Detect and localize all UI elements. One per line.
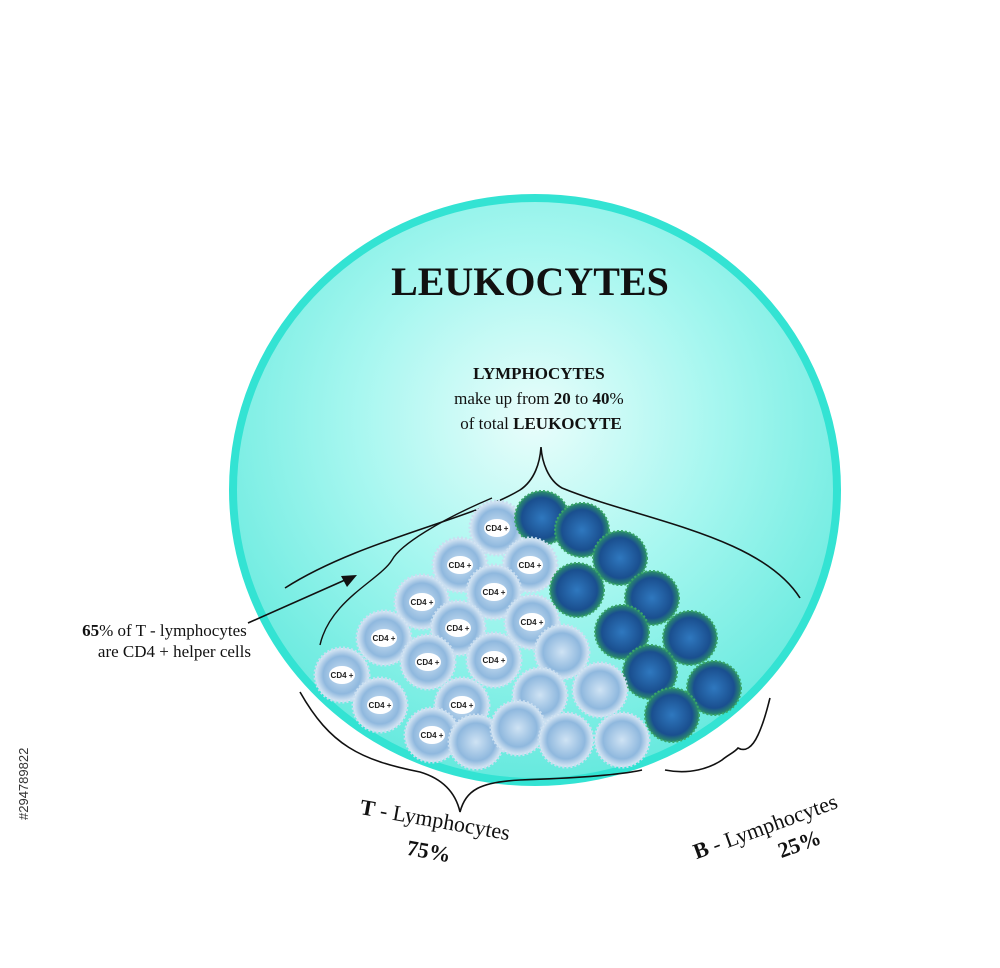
cd4-note: 65% of T - lymphocytes are CD4 + helper … xyxy=(82,621,251,661)
b-lymphocyte xyxy=(554,502,610,558)
cd4-arrow-head xyxy=(341,575,357,587)
side-id-text: #294789822 xyxy=(16,748,31,820)
b-lymphocytes-label: B - Lymphocytes 25% xyxy=(690,787,856,891)
b-lymphocyte xyxy=(549,562,605,618)
lymphocytes-brace xyxy=(284,446,801,599)
cd4-label: CD4 + xyxy=(369,701,392,710)
cd4-label: CD4 + xyxy=(449,561,472,570)
cd4-marker xyxy=(481,651,507,669)
cd4-bracket xyxy=(319,497,493,646)
b-lymphocyte xyxy=(686,660,742,716)
cd4-label: CD4 + xyxy=(411,598,434,607)
b-lymphocyte xyxy=(662,610,718,666)
cd4-label: CD4 + xyxy=(451,701,474,710)
b-lymphocyte xyxy=(594,604,650,660)
cd4-label: CD4 + xyxy=(486,524,509,533)
b-lymphocyte xyxy=(644,687,700,743)
lymphocytes-note: LYMPHOCYTES make up from 20 to 40% of to… xyxy=(454,364,628,433)
cd4-marker xyxy=(367,696,393,714)
cd4-marker xyxy=(447,556,473,574)
cd4-label: CD4 + xyxy=(483,656,506,665)
t-lymphocyte xyxy=(593,711,651,769)
t-lymphocytes-label: T - Lymphocytes 75% xyxy=(353,794,518,877)
cd4-marker xyxy=(409,593,435,611)
cd4-label: CD4 + xyxy=(483,588,506,597)
cd4-label: CD4 + xyxy=(373,634,396,643)
cd4-marker xyxy=(449,696,475,714)
cd4-marker xyxy=(445,619,471,637)
cd4-marker xyxy=(484,519,510,537)
title: LEUKOCYTES xyxy=(391,259,669,304)
cd4-label: CD4 + xyxy=(417,658,440,667)
cd4-marker xyxy=(419,726,445,744)
t-lymphocyte xyxy=(537,711,595,769)
t-lymphocyte xyxy=(533,623,591,681)
cd4-marker xyxy=(519,613,545,631)
t-lymphocytes-brace xyxy=(299,691,643,813)
b-lymphocyte xyxy=(592,530,648,586)
b-lymphocyte xyxy=(622,644,678,700)
t-lymphocyte xyxy=(571,661,629,719)
cd4-label: CD4 + xyxy=(331,671,354,680)
cd4-label: CD4 + xyxy=(421,731,444,740)
cd4-marker xyxy=(329,666,355,684)
cd4-label: CD4 + xyxy=(447,624,470,633)
cd4-label: CD4 + xyxy=(519,561,542,570)
cd4-label: CD4 + xyxy=(521,618,544,627)
cd4-marker xyxy=(517,556,543,574)
t-lymphocyte xyxy=(489,699,547,757)
cd4-marker xyxy=(481,583,507,601)
cd4-marker xyxy=(371,629,397,647)
cd4-arrow xyxy=(247,579,346,624)
b-lymphocytes-brace xyxy=(664,697,771,773)
lymphocyte-cluster: CD4 + CD4 + CD4 + CD4 + CD4 + CD4 + CD4 + CD4 +… xyxy=(313,490,742,771)
cd4-marker xyxy=(415,653,441,671)
